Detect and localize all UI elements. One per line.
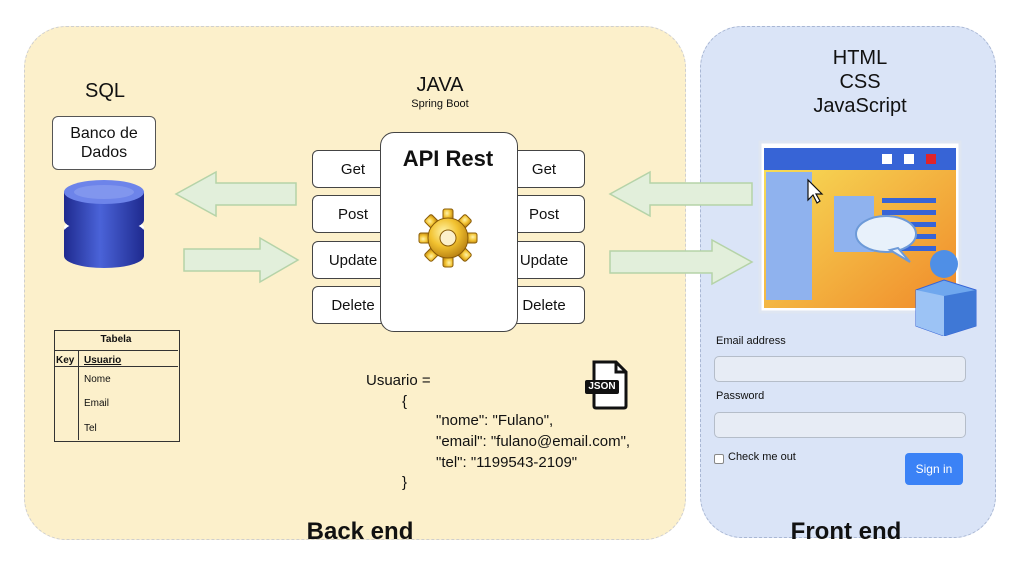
- email-label: Email address: [716, 335, 786, 347]
- table-diagram: [54, 330, 180, 442]
- json-file-icon: JSON: [584, 360, 632, 410]
- database-label-line1: Banco de: [70, 125, 138, 142]
- java-label: JAVA: [416, 74, 464, 96]
- tech-css: CSS: [839, 71, 881, 93]
- tech-javascript: JavaScript: [813, 95, 907, 117]
- api-rest-title: API Rest: [402, 146, 494, 171]
- email-field[interactable]: [714, 356, 966, 382]
- spring-boot-label: Spring Boot: [411, 98, 469, 110]
- database-label-line2: Dados: [80, 144, 128, 161]
- json-badge-label: JSON: [588, 381, 616, 392]
- gear-icon: [418, 208, 478, 268]
- password-label: Password: [716, 390, 765, 402]
- arrow-front-to-api: [608, 170, 753, 218]
- table-divider: [54, 350, 178, 351]
- sign-in-button[interactable]: Sign in: [905, 453, 963, 485]
- code-line: "nome": "Fulano",: [436, 412, 554, 429]
- tech-html: HTML: [832, 47, 888, 69]
- arrow-api-to-front: [609, 238, 754, 286]
- password-field[interactable]: [714, 412, 966, 438]
- code-line: {: [402, 393, 408, 410]
- code-line: "tel": "1199543-2109": [436, 454, 578, 471]
- table-field-nome: Nome: [84, 374, 111, 385]
- table-key-header: Key: [56, 355, 75, 366]
- check-me-out-label: Check me out: [728, 451, 796, 463]
- table-primary-field: Usuario: [84, 355, 122, 366]
- backend-zone: [24, 26, 686, 540]
- code-line: "email": "fulano@email.com",: [436, 433, 631, 450]
- arrow-db-to-api: [183, 236, 300, 284]
- backend-title: Back end: [306, 518, 414, 545]
- frontend-tech-labels: HTML CSS JavaScript: [780, 46, 940, 118]
- browser-window-illustration: [758, 140, 977, 336]
- table-title: Tabela: [100, 334, 132, 345]
- check-me-out-checkbox[interactable]: [714, 454, 724, 464]
- table-divider: [54, 366, 178, 367]
- database-icon: [64, 180, 144, 268]
- database-label-box: Banco de Dados: [52, 116, 156, 170]
- code-line: Usuario =: [366, 372, 431, 389]
- arrow-api-to-db: [174, 170, 297, 218]
- code-line: }: [402, 474, 408, 491]
- table-divider: [78, 350, 79, 440]
- sql-label: SQL: [84, 80, 126, 102]
- frontend-title: Front end: [790, 518, 902, 545]
- table-field-tel: Tel: [84, 423, 97, 434]
- table-field-email: Email: [84, 398, 110, 409]
